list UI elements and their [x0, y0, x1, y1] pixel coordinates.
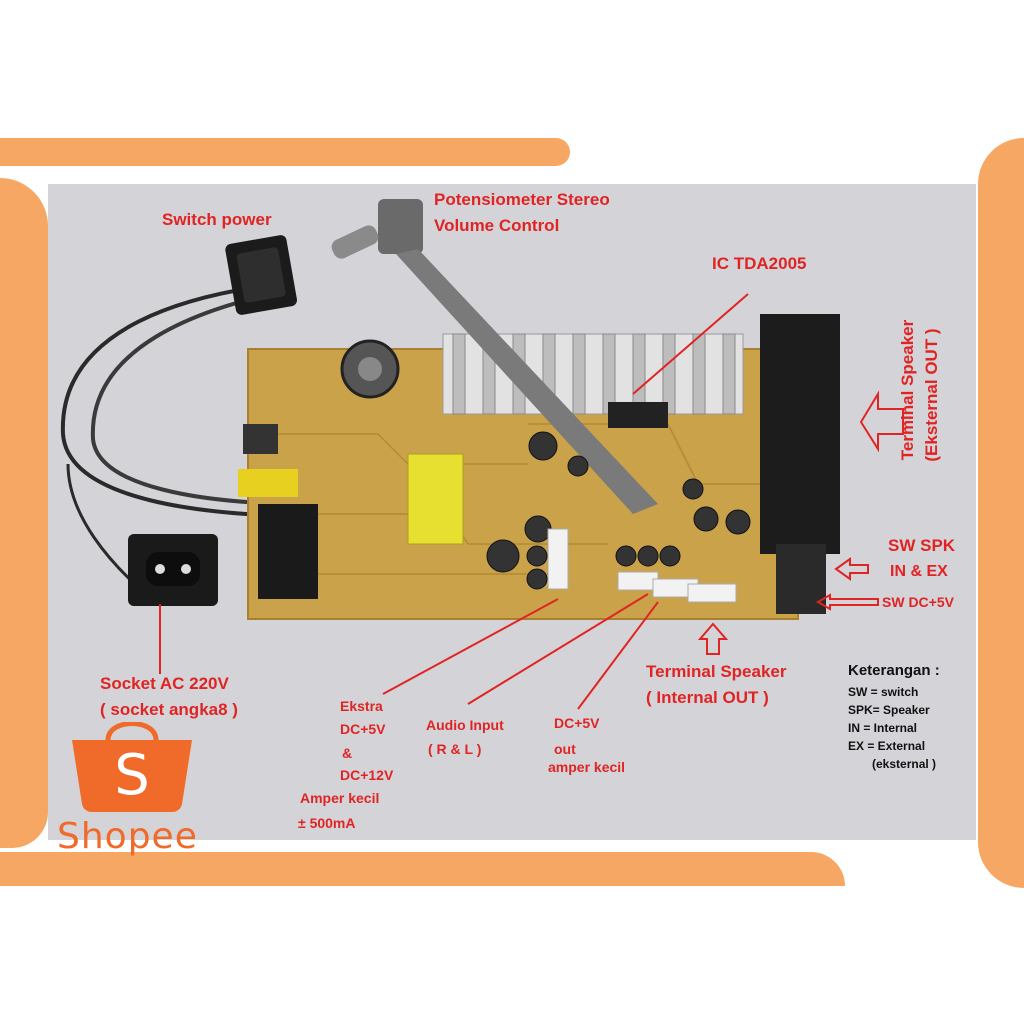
label-socket-line1: Socket AC 220V	[100, 674, 229, 693]
legend-keterangan: Keterangan : SW = switch SPK= Speaker IN…	[848, 662, 940, 773]
label-dc-out-line1: DC+5V	[554, 715, 600, 731]
label-ic-tda2005: IC TDA2005	[712, 254, 807, 273]
label-sw-spk-line2: IN & EX	[890, 563, 948, 580]
white-connectors	[547, 528, 737, 603]
label-ekstra-line3: &	[342, 745, 353, 761]
arrow-left-terminal	[859, 390, 904, 453]
ic-tda2005	[608, 402, 668, 428]
frame-stripe-bottom	[0, 852, 845, 886]
potentiometer	[378, 199, 423, 254]
power-wire	[60, 282, 289, 518]
label-switch-power: Switch power	[162, 210, 272, 229]
label-terminal-internal-line1: Terminal Speaker	[646, 662, 787, 681]
label-ekstra-line6: ± 500mA	[298, 815, 356, 831]
legend-row: IN = Internal	[848, 721, 918, 735]
shopee-bag-icon: S	[58, 721, 206, 817]
label-ekstra-line1: Ekstra	[340, 698, 383, 714]
legend-row: SW = switch	[848, 685, 919, 699]
label-terminal-internal-line2: ( Internal OUT )	[646, 688, 769, 707]
legend-row: SPK= Speaker	[848, 703, 930, 717]
arrow-left-sw-spk	[834, 557, 869, 581]
label-potensiometer-line2: Volume Control	[434, 216, 560, 235]
shopee-wordmark: Shopee	[57, 816, 198, 857]
capacitors-small	[486, 431, 751, 590]
potentiometer-ribbon-cable	[396, 249, 658, 514]
sw-spk-switch	[776, 544, 826, 614]
heatsink-fins	[452, 333, 736, 415]
arrow-up-terminal-internal	[697, 622, 729, 655]
socket-ac-on-board	[258, 504, 318, 599]
socket-pin	[181, 564, 191, 574]
label-sw-dc: SW DC+5V	[882, 594, 954, 610]
socket-pin	[155, 564, 165, 574]
power-wire	[90, 292, 289, 506]
frame-stripe-left	[0, 178, 48, 848]
socket-ac-inlet	[146, 552, 200, 586]
label-socket-line2: ( socket angka8 )	[100, 700, 238, 719]
capacitor-large-top	[358, 357, 382, 381]
transformer	[407, 453, 464, 545]
yellow-fuse-block	[238, 469, 298, 497]
label-ekstra-line2: DC+5V	[340, 721, 386, 737]
label-sw-spk-line1: SW SPK	[888, 536, 956, 555]
arrow-left-sw-dc	[816, 593, 879, 611]
label-terminal-external-line2: (Eksternal OUT )	[922, 328, 941, 462]
potentiometer-shaft	[331, 225, 379, 259]
label-audio-input-line1: Audio Input	[426, 717, 504, 733]
terminal-speaker-external	[760, 314, 840, 554]
pointer-lines	[159, 293, 749, 710]
label-dc-out-line3: amper kecil	[548, 759, 626, 775]
label-dc-out-line2: out	[554, 741, 576, 757]
shopee-logo-letter: S	[114, 743, 150, 808]
label-potensiometer-line1: Potensiometer Stereo	[434, 190, 610, 209]
label-terminal-external-line1: Terminal Speaker	[898, 319, 917, 461]
label-audio-input-line2: ( R & L )	[428, 741, 482, 757]
amplifier-board-photo	[48, 184, 976, 840]
relay-component	[243, 424, 278, 454]
legend-title: Keterangan :	[848, 662, 940, 679]
label-ekstra-line5: Amper kecil	[300, 790, 380, 806]
frame-stripe-top	[0, 138, 570, 166]
shopee-bag-icon-svg: S	[72, 721, 192, 812]
legend-row: (eksternal )	[872, 757, 937, 771]
legend-row: EX = External	[848, 739, 926, 753]
board-illustration	[60, 199, 904, 710]
label-ekstra-line4: DC+12V	[340, 767, 394, 783]
frame-stripe-right	[978, 138, 1024, 888]
arrows	[697, 390, 904, 655]
switch-rocker	[236, 247, 286, 303]
